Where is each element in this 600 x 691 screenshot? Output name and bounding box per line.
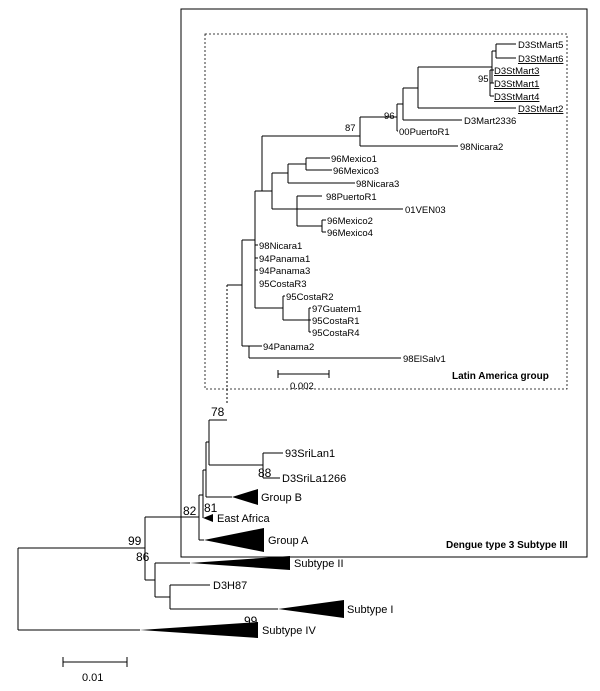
bootstrap-87: 87: [345, 123, 356, 134]
leaf-96mexico1: 96Mexico1: [331, 154, 377, 165]
leaf-d3srila1266: D3SriLa1266: [282, 473, 346, 485]
leaf-d3stmart5: D3StMart5: [518, 40, 563, 51]
leaf-94panama1: 94Panama1: [259, 254, 310, 265]
leaf-98elsalv1: 98ElSalv1: [403, 354, 446, 365]
main-scale-label: 0.01: [82, 672, 103, 684]
subtype-iii-label: Dengue type 3 Subtype III: [446, 540, 568, 551]
inset-tree: D3StMart5 D3StMart6 D3StMart3 D3StMart1 …: [226, 40, 563, 405]
leaf-96mexico2: 96Mexico2: [327, 216, 373, 227]
leaf-95costar3: 95CostaR3: [259, 279, 307, 290]
leaf-east-africa: East Africa: [217, 513, 270, 525]
leaf-group-a: Group A: [268, 535, 309, 547]
inset-scale-bar: 0.002: [277, 370, 330, 392]
leaf-95costar4: 95CostaR4: [312, 328, 360, 339]
leaf-95costar1: 95CostaR1: [312, 316, 360, 327]
main-scale-bar: 0.01: [62, 657, 128, 684]
leaf-93srilan1: 93SriLan1: [285, 448, 335, 460]
leaf-98nicara3: 98Nicara3: [356, 179, 399, 190]
bootstrap-95: 95: [478, 74, 489, 85]
latin-america-group-label: Latin America group: [452, 371, 549, 382]
leaf-d3stmart1: D3StMart1: [494, 79, 539, 90]
leaf-97guatem1: 97Guatem1: [312, 304, 362, 315]
subtype-iii-box: [180, 8, 588, 558]
leaf-96mexico4: 96Mexico4: [327, 228, 373, 239]
group-a-triangle: [204, 528, 264, 552]
bootstrap-78: 78: [211, 405, 225, 419]
bootstrap-82: 82: [183, 504, 197, 518]
leaf-subtype-ii: Subtype II: [294, 558, 344, 570]
main-tree: 93SriLan1 D3SriLa1266 Group B East Afric…: [17, 405, 568, 684]
leaf-d3stmart3: D3StMart3: [494, 66, 539, 77]
leaf-98puertor1: 98PuertoR1: [326, 192, 377, 203]
bootstrap-99-subtype-iii: 99: [128, 534, 142, 548]
leaf-01ven03: 01VEN03: [405, 205, 446, 216]
bootstrap-96: 96: [384, 111, 395, 122]
leaf-d3stmart2: D3StMart2: [518, 104, 563, 115]
leaf-96mexico3: 96Mexico3: [333, 166, 379, 177]
subtype-ii-triangle: [190, 556, 290, 570]
leaf-d3stmart6: D3StMart6: [518, 54, 563, 65]
inset-scale-label: 0.002: [290, 381, 314, 392]
leaf-94panama2: 94Panama2: [263, 342, 314, 353]
leaf-d3h87: D3H87: [213, 580, 247, 592]
bootstrap-99-subtype-iv: 99: [244, 614, 258, 628]
leaf-94panama3: 94Panama3: [259, 266, 310, 277]
leaf-00puertor1: 00PuertoR1: [399, 127, 450, 138]
east-africa-triangle: [203, 514, 213, 522]
leaf-d3stmart4: D3StMart4: [494, 92, 539, 103]
leaf-95costar2: 95CostaR2: [286, 292, 334, 303]
bootstrap-86: 86: [136, 550, 150, 564]
leaf-98nicara1: 98Nicara1: [259, 241, 302, 252]
leaf-98nicara2: 98Nicara2: [460, 142, 503, 153]
bootstrap-81: 81: [204, 501, 218, 515]
leaf-group-b: Group B: [261, 492, 302, 504]
subtype-i-triangle: [278, 600, 344, 618]
leaf-d3mart2336: D3Mart2336: [464, 116, 516, 127]
leaf-subtype-iv: Subtype IV: [262, 625, 316, 637]
latin-america-box: [204, 33, 568, 390]
group-b-triangle: [232, 489, 258, 505]
leaf-subtype-i: Subtype I: [347, 604, 393, 616]
subtype-iv-triangle: [140, 622, 258, 638]
bootstrap-88: 88: [258, 466, 272, 480]
